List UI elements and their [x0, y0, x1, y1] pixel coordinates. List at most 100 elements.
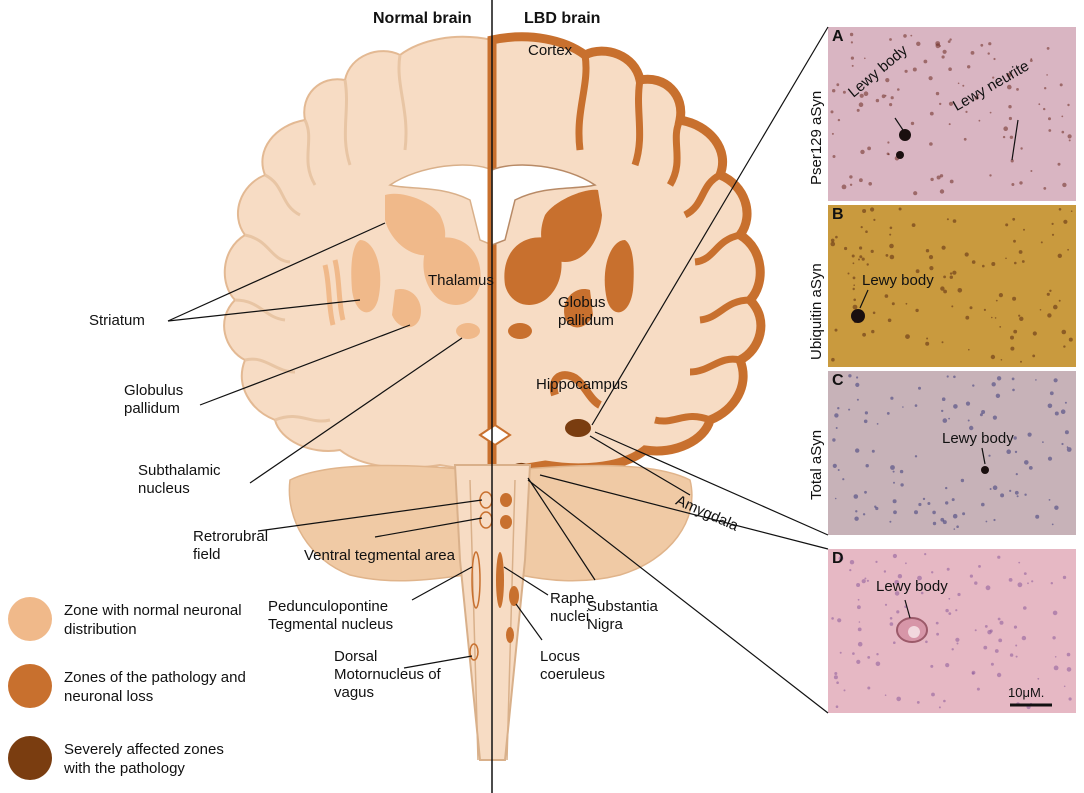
tissue-speckle	[941, 409, 944, 413]
tissue-speckle	[998, 293, 1004, 298]
tissue-speckle	[1029, 59, 1033, 62]
tissue-speckle	[972, 384, 975, 387]
tissue-speckle	[957, 592, 961, 597]
tissue-speckle	[990, 662, 994, 666]
panel-a-lewy-body	[899, 129, 911, 141]
tissue-speckle	[942, 520, 947, 525]
tissue-speckle	[885, 254, 889, 257]
tissue-speckle	[905, 562, 907, 565]
tissue-speckle	[942, 49, 947, 54]
tissue-speckle	[999, 326, 1002, 328]
tissue-speckle	[969, 574, 974, 578]
tissue-speckle	[849, 32, 854, 37]
tissue-speckle	[890, 96, 894, 100]
tissue-speckle	[936, 175, 941, 180]
tissue-speckle	[1010, 159, 1014, 163]
tissue-speckle	[939, 102, 942, 106]
tissue-speckle	[1052, 610, 1058, 616]
tissue-speckle	[1021, 635, 1027, 641]
tissue-speckle	[1008, 105, 1012, 109]
tissue-speckle	[905, 302, 908, 305]
tissue-speckle	[832, 89, 836, 93]
tissue-speckle	[974, 629, 977, 632]
tissue-speckle	[852, 304, 858, 310]
tissue-speckle	[1040, 241, 1043, 244]
tissue-speckle	[1013, 239, 1016, 243]
leader-ppn	[411, 566, 473, 601]
tissue-speckle	[857, 627, 862, 632]
tissue-speckle	[870, 207, 875, 212]
tissue-speckle	[889, 254, 895, 260]
panel-a-arrow-2	[1011, 119, 1019, 161]
tissue-speckle	[1068, 697, 1072, 701]
panel-texture	[830, 32, 1073, 710]
tissue-speckle	[1063, 219, 1068, 224]
tissue-speckle	[904, 69, 908, 73]
tissue-speckle	[1044, 87, 1047, 90]
label-cortex: Cortex	[528, 42, 573, 59]
tissue-speckle	[922, 497, 926, 501]
tissue-speckle	[890, 465, 895, 470]
histology-panels	[828, 27, 1076, 713]
tissue-speckle	[866, 579, 870, 582]
tissue-speckle	[953, 404, 958, 409]
tissue-speckle	[860, 149, 865, 155]
tissue-speckle	[1059, 83, 1063, 87]
tissue-speckle	[967, 65, 971, 69]
brainstem	[288, 423, 693, 761]
panel-d-letter: D	[832, 550, 844, 567]
tissue-speckle	[1010, 346, 1015, 351]
tissue-speckle	[1014, 261, 1017, 265]
legend-text-normal: Zone with normal neuronal distribution	[64, 602, 242, 638]
panel-d-arrow	[904, 599, 911, 619]
tissue-speckle	[849, 569, 852, 572]
tissue-speckle	[952, 219, 957, 223]
tissue-speckle	[889, 103, 893, 107]
tissue-speckle	[941, 245, 946, 250]
tissue-speckle	[957, 82, 960, 85]
tissue-speckle	[836, 681, 839, 684]
tissue-speckle	[1015, 644, 1018, 647]
tissue-speckle	[991, 316, 993, 319]
tissue-speckle	[1031, 580, 1034, 583]
tissue-speckle	[935, 91, 940, 96]
tissue-speckle	[1062, 182, 1067, 188]
tissue-speckle	[844, 246, 848, 251]
tissue-speckle	[993, 57, 996, 61]
tissue-speckle	[917, 575, 922, 581]
tissue-speckle	[1047, 456, 1053, 461]
tissue-speckle	[850, 41, 854, 44]
tissue-speckle	[992, 485, 998, 491]
tissue-speckle	[859, 255, 863, 259]
panel-d-lewy-body-core	[908, 626, 920, 638]
tissue-speckle	[949, 272, 953, 275]
tissue-speckle	[925, 249, 930, 253]
tissue-speckle	[1049, 391, 1054, 396]
tissue-speckle	[862, 332, 866, 337]
lbd-putamen	[604, 240, 634, 313]
tissue-speckle	[862, 513, 866, 516]
tissue-speckle	[1030, 170, 1033, 172]
tissue-speckle	[864, 57, 866, 60]
tissue-speckle	[1046, 47, 1050, 50]
tissue-speckle	[1043, 187, 1047, 190]
tissue-speckle	[949, 179, 954, 184]
tissue-speckle	[1018, 561, 1021, 564]
tissue-speckle	[1047, 403, 1053, 409]
tissue-speckle	[853, 298, 856, 302]
tissue-speckle	[1064, 401, 1067, 404]
tissue-speckle	[1023, 228, 1025, 231]
tissue-speckle	[852, 287, 855, 291]
tissue-speckle	[890, 396, 894, 400]
tissue-speckle	[867, 656, 871, 659]
tissue-speckle	[832, 463, 837, 468]
tissue-speckle	[889, 243, 894, 249]
tissue-speckle	[855, 448, 860, 453]
panel-b-arrow	[859, 289, 869, 309]
tissue-speckle	[893, 510, 897, 515]
tissue-speckle	[951, 305, 954, 308]
tissue-speckle	[884, 603, 888, 606]
tissue-speckle	[953, 528, 956, 530]
legend-swatch-severe	[8, 736, 52, 780]
